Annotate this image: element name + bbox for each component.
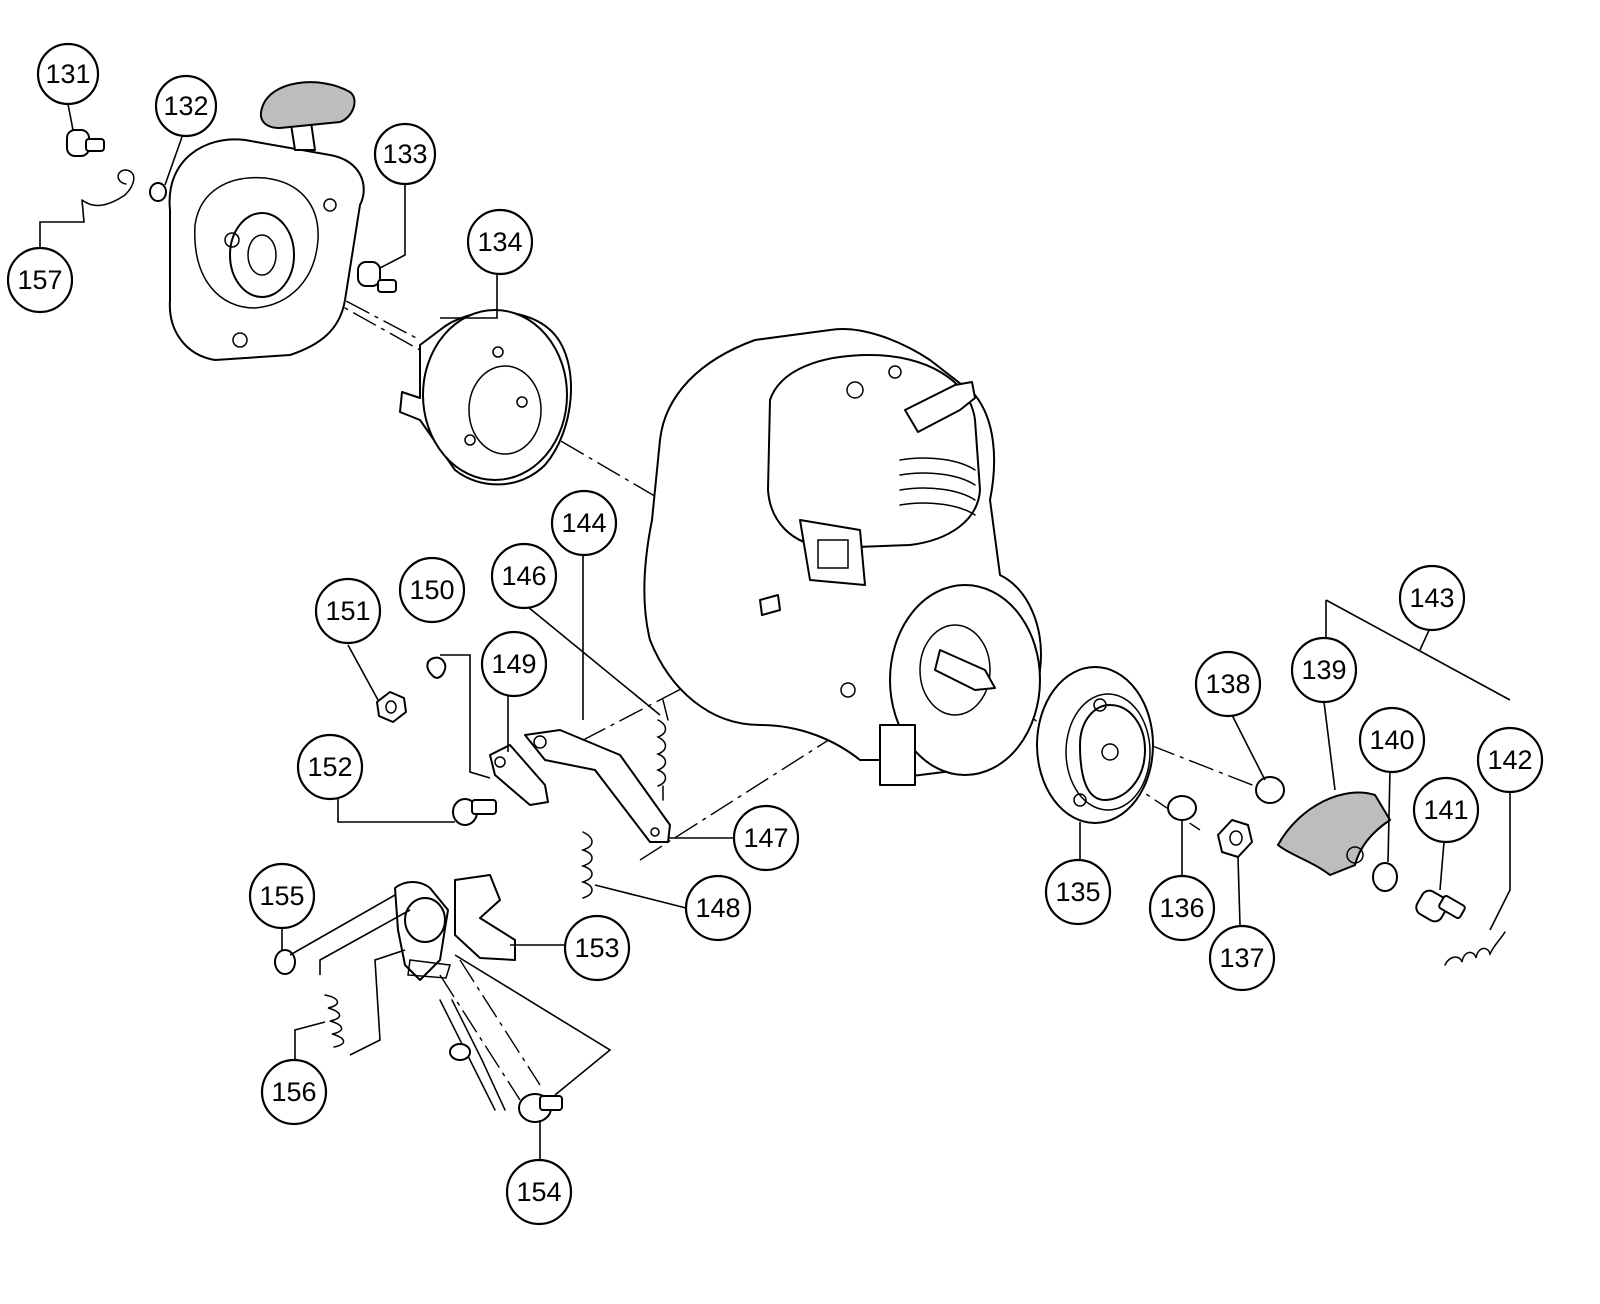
callout-label: 157 — [17, 265, 62, 295]
callout-154[interactable]: 154 — [505, 1158, 573, 1226]
callout-label: 135 — [1055, 877, 1100, 907]
e-clip-150-icon — [426, 656, 447, 679]
callout-label: 134 — [477, 227, 522, 257]
starter-grip-icon — [260, 81, 356, 130]
callout-label: 147 — [743, 823, 788, 853]
recoil-starter-housing — [168, 81, 365, 361]
lever-arm-147 — [524, 729, 671, 843]
callout-140[interactable]: 140 — [1358, 706, 1426, 774]
callout-144[interactable]: 144 — [550, 489, 618, 557]
callout-label: 155 — [259, 881, 304, 911]
callout-label: 138 — [1205, 669, 1250, 699]
spring-148-icon — [580, 831, 593, 899]
clip-157-icon — [81, 169, 135, 207]
washer-136-icon — [1167, 795, 1197, 821]
spring-146-icon — [655, 719, 667, 787]
callout-142[interactable]: 142 — [1476, 726, 1544, 794]
lever-149 — [489, 744, 549, 806]
callout-label: 136 — [1159, 893, 1204, 923]
callout-143[interactable]: 143 — [1398, 564, 1466, 632]
axis-spring — [639, 719, 861, 861]
callout-137[interactable]: 137 — [1208, 924, 1276, 992]
spring-156-icon — [324, 994, 345, 1048]
washer-138-icon — [1255, 776, 1285, 804]
washer-132-icon — [149, 182, 167, 202]
callout-label: 141 — [1423, 795, 1468, 825]
callout-134[interactable]: 134 — [466, 208, 534, 276]
callout-label: 148 — [695, 893, 740, 923]
callout-label: 143 — [1409, 583, 1454, 613]
callout-147[interactable]: 147 — [732, 804, 800, 872]
callout-label: 133 — [382, 139, 427, 169]
callout-135[interactable]: 135 — [1044, 858, 1112, 926]
callout-155[interactable]: 155 — [248, 862, 316, 930]
screw-131-icon — [66, 129, 105, 157]
callout-131[interactable]: 131 — [36, 42, 100, 106]
callout-label: 149 — [491, 649, 536, 679]
callout-label: 140 — [1369, 725, 1414, 755]
callout-label: 137 — [1219, 943, 1264, 973]
callout-150[interactable]: 150 — [398, 556, 466, 624]
callout-148[interactable]: 148 — [684, 874, 752, 942]
callout-139[interactable]: 139 — [1290, 636, 1358, 704]
callout-label: 144 — [561, 508, 606, 538]
callout-156[interactable]: 156 — [260, 1058, 328, 1126]
axis-clutch-drum — [1149, 744, 1266, 791]
callout-152[interactable]: 152 — [296, 733, 364, 801]
callout-label: 146 — [501, 561, 546, 591]
spring-142-icon — [1444, 931, 1506, 966]
leader-lines — [39, 103, 1511, 1160]
callout-label: 153 — [574, 933, 619, 963]
callout-label: 142 — [1487, 745, 1532, 775]
callout-136[interactable]: 136 — [1148, 874, 1216, 942]
callout-157[interactable]: 157 — [6, 246, 74, 314]
starter-pulley-134 — [399, 309, 572, 486]
clutch-shoe-139-icon — [1276, 791, 1392, 877]
washer-155-icon — [274, 949, 296, 975]
callout-layer: 131 132 133 134 135 136 137 138 139 140 … — [6, 42, 1544, 1226]
callout-138[interactable]: 138 — [1194, 650, 1262, 718]
bolt-141-icon — [1415, 889, 1466, 923]
callout-141[interactable]: 141 — [1412, 776, 1480, 844]
callout-label: 132 — [163, 91, 208, 121]
screw-152-icon — [452, 798, 497, 826]
screw-154-icon — [518, 1093, 563, 1123]
clutch-drum-135 — [1036, 666, 1154, 824]
callout-146[interactable]: 146 — [490, 542, 558, 610]
callout-153[interactable]: 153 — [563, 914, 631, 982]
callout-133[interactable]: 133 — [373, 122, 437, 186]
axis-cable — [439, 974, 521, 1101]
callout-label: 154 — [516, 1177, 561, 1207]
callout-label: 131 — [45, 59, 90, 89]
callout-151[interactable]: 151 — [314, 577, 382, 645]
throttle-assembly-153 — [394, 874, 516, 1111]
callout-132[interactable]: 132 — [154, 74, 218, 138]
axis-starter-hub — [271, 261, 421, 341]
callout-label: 150 — [409, 575, 454, 605]
washer-140-icon — [1372, 862, 1398, 892]
callout-label: 151 — [325, 596, 370, 626]
engine-body — [643, 328, 1042, 786]
nut-151-icon — [376, 691, 407, 723]
callout-label: 156 — [271, 1077, 316, 1107]
callout-149[interactable]: 149 — [480, 630, 548, 698]
screw-133-icon — [357, 261, 397, 293]
axis-throttle-screw — [459, 959, 541, 1086]
callout-label: 152 — [307, 752, 352, 782]
axis-pulley — [524, 419, 671, 506]
nut-137-icon — [1217, 819, 1253, 858]
callout-label: 139 — [1301, 655, 1346, 685]
